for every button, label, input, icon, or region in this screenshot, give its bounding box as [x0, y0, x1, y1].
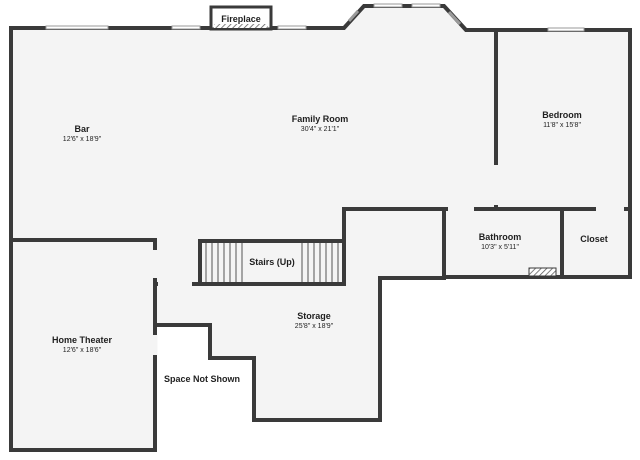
closet-name: Closet [580, 234, 608, 244]
bathroom-dims: 10'3" x 5'11" [481, 244, 519, 251]
bar-dims: 12'6" x 18'9" [63, 136, 102, 143]
floor-fill [11, 6, 630, 450]
door-openings [152, 165, 624, 355]
storage-dims: 25'8" x 18'9" [295, 323, 334, 330]
storage-name: Storage [297, 311, 331, 321]
bar-name: Bar [74, 124, 90, 134]
home-theater-name: Home Theater [52, 335, 113, 345]
home-theater-dims: 12'6" x 18'6" [63, 347, 102, 354]
windows [45, 3, 585, 32]
bedroom-dims: 11'8" x 15'8" [543, 122, 581, 129]
bedroom-name: Bedroom [542, 110, 582, 120]
space-not-shown-label: Space Not Shown [164, 374, 240, 384]
stairs-treads [205, 243, 339, 282]
stairs-name: Stairs (Up) [249, 257, 295, 267]
bathroom-fixture [528, 267, 557, 277]
family-room-dims: 30'4" x 21'1" [301, 126, 340, 133]
fireplace [209, 5, 273, 31]
bathroom-name: Bathroom [479, 232, 522, 242]
family-room-name: Family Room [292, 114, 349, 124]
fireplace-label: Fireplace [221, 14, 261, 24]
